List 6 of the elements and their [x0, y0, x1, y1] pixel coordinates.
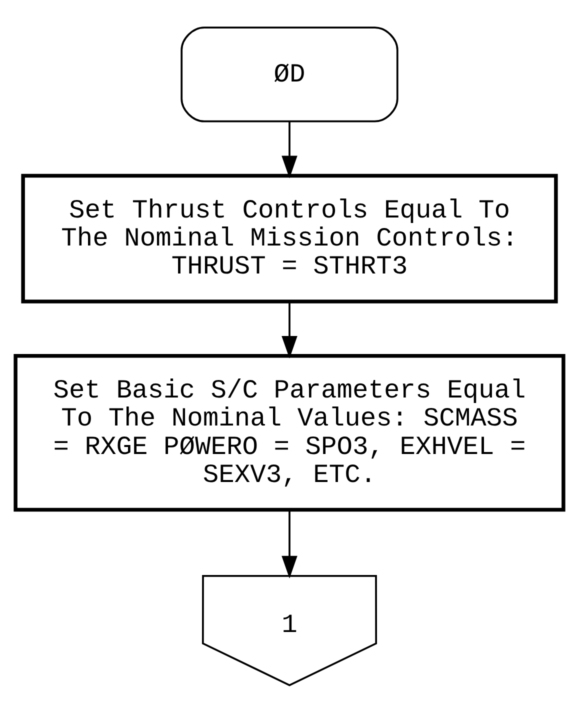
node-box: Set Thrust Controls Equal To The Nominal Mission Controls: THRUST = STHRT3	[21, 173, 558, 303]
node-box: ØD	[180, 26, 398, 122]
arrow	[282, 510, 298, 578]
arrow	[282, 121, 298, 178]
arrow	[282, 301, 298, 358]
node-box: Set Basic S/C Parameters Equal To The Nominal Values: SCMASS = RXGE PØWERO = SPO3, EXHVEL = SEXV3, ETC.	[14, 353, 566, 512]
